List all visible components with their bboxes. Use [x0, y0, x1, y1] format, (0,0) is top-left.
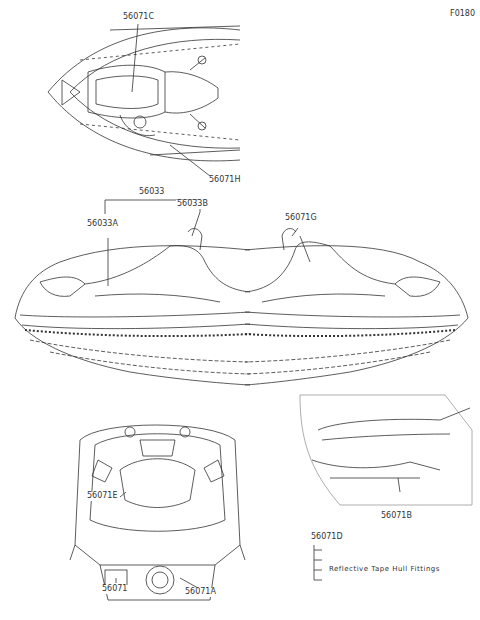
- callout-number: 56071D: [310, 533, 344, 542]
- side-view-left: [15, 229, 250, 385]
- callout-number: 56071G: [284, 214, 318, 223]
- callout-number: 56033B: [176, 200, 209, 209]
- callout-number: 56071: [101, 585, 128, 594]
- callout-number: 56071B: [380, 512, 413, 521]
- rear-view: [70, 425, 245, 600]
- callout-number: 56033: [138, 188, 165, 197]
- note-text: Reflective Tape Hull Fittings: [328, 566, 441, 574]
- top-view: [48, 24, 240, 176]
- callout-number: 56071H: [208, 176, 241, 185]
- callout-number: 56071A: [184, 588, 217, 597]
- callout-number: 56071C: [122, 13, 155, 22]
- side-view-right: [245, 228, 468, 385]
- seat-inset: [300, 395, 472, 505]
- callout-number: F0180: [449, 10, 476, 19]
- callout-number: 56071E: [86, 492, 119, 501]
- callout-number: 56033A: [86, 220, 119, 229]
